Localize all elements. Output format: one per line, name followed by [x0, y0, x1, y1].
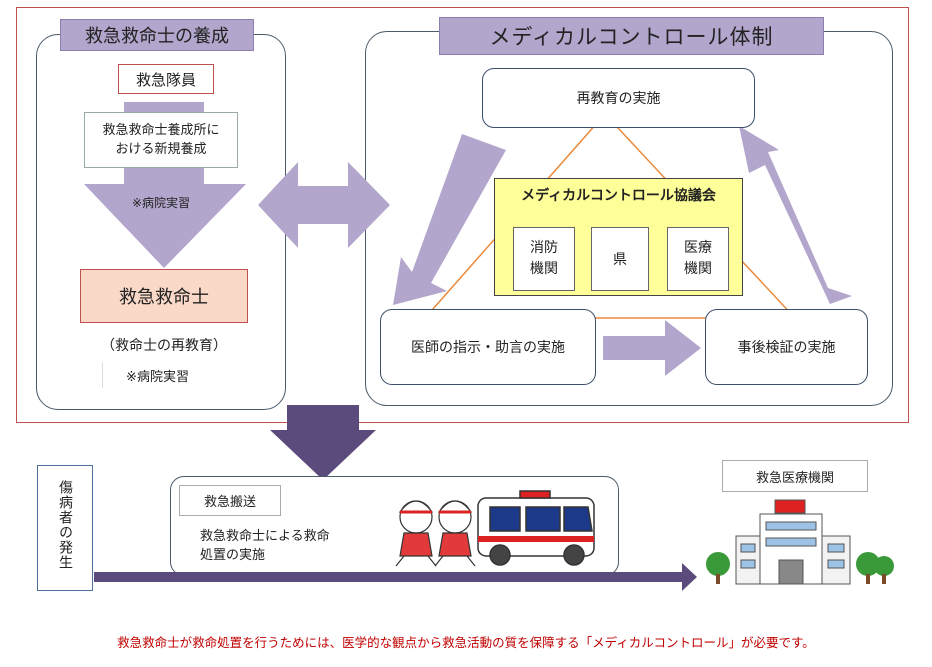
emt-box: 救急救命士: [80, 269, 248, 323]
school-line1: 救急救命士養成所に: [102, 123, 220, 138]
patient-box: 傷病者の発生: [37, 465, 93, 591]
hospital-note: ※病院実習: [132, 194, 190, 211]
verification-node: 事後検証の実施: [705, 309, 868, 385]
verification-node-label: 事後検証の実施: [737, 340, 836, 356]
hospital-label: 救急医療機関: [755, 470, 834, 486]
hospital-building-icon: [706, 499, 894, 585]
training-title-text: 救急救命士の養成: [85, 26, 229, 47]
member-fire-line2: 機関: [530, 261, 558, 277]
school-box: 救急救命士養成所に おける新規養成: [84, 112, 238, 168]
member-fire-line1: 消防: [530, 240, 558, 256]
member-medical: 医療 機関: [667, 227, 729, 291]
hospital-note-text: ※病院実習: [132, 196, 191, 210]
reeducation-label: （救命士の再教育）: [101, 338, 227, 354]
medical-control-title-text: メディカルコントロール体制: [489, 25, 774, 49]
timeline-arrow: [94, 563, 697, 591]
transport-label: 救急搬送: [203, 495, 256, 510]
hospital-label-box: 救急医療機関: [722, 460, 868, 492]
arrow-instruction-to-verification: [603, 320, 701, 376]
arrow-verification-to-reeducation: [739, 126, 852, 304]
emt-label: 救急救命士: [119, 287, 209, 308]
transport-box: 救急搬送: [179, 485, 281, 516]
reeducation-node-label: 再教育の実施: [576, 91, 661, 107]
arrow-reeducation-to-instruction: [393, 134, 506, 305]
outer-frame: [16, 7, 909, 423]
ambulance-icon: [477, 490, 595, 566]
instruction-node: 医師の指示・助言の実施: [380, 309, 596, 385]
big-down-arrow: [270, 405, 376, 480]
footer-caption-text: 救急救命士が救命処置を行うためには、医学的な観点から救急活動の質を保障する「メデ…: [117, 635, 815, 650]
paramedic-label: 救急隊員: [135, 70, 196, 89]
medical-control-title: メディカルコントロール体制: [439, 17, 824, 55]
treatment-line1: 救急救命士による救命: [200, 529, 330, 544]
member-medical-line2: 機関: [684, 261, 712, 277]
training-title: 救急救命士の養成: [60, 19, 254, 51]
school-line2: おける新規養成: [115, 142, 207, 157]
treatment-line2: 処置の実施: [200, 548, 266, 563]
treatment-box: 救急救命士による救命 処置の実施: [192, 522, 362, 570]
member-prefecture: 県: [591, 227, 649, 291]
reeducation-node: 再教育の実施: [482, 68, 755, 128]
member-fire: 消防 機関: [513, 227, 575, 291]
member-medical-line1: 医療: [684, 240, 712, 256]
footer-caption: 救急救命士が救命処置を行うためには、医学的な観点から救急活動の質を保障する「メデ…: [0, 632, 932, 651]
patient-label: 傷病者の発生: [57, 480, 73, 570]
instruction-node-label: 医師の指示・助言の実施: [411, 340, 565, 356]
hospital-note2-label: ※病院実習: [126, 369, 189, 385]
hospital-note2-box: ※病院実習: [102, 362, 212, 388]
council-box: メディカルコントロール協議会 消防 機関 県 医療 機関: [494, 178, 743, 296]
paramedic-box: 救急隊員: [118, 64, 214, 94]
member-prefecture-label: 県: [613, 252, 627, 268]
rescuers-illustration: [395, 500, 476, 567]
council-title: メディカルコントロール協議会: [495, 185, 742, 205]
council-title-text: メディカルコントロール協議会: [521, 188, 716, 204]
reeducation-box: （救命士の再教育）: [78, 332, 250, 358]
bidirectional-arrow: [258, 162, 390, 248]
